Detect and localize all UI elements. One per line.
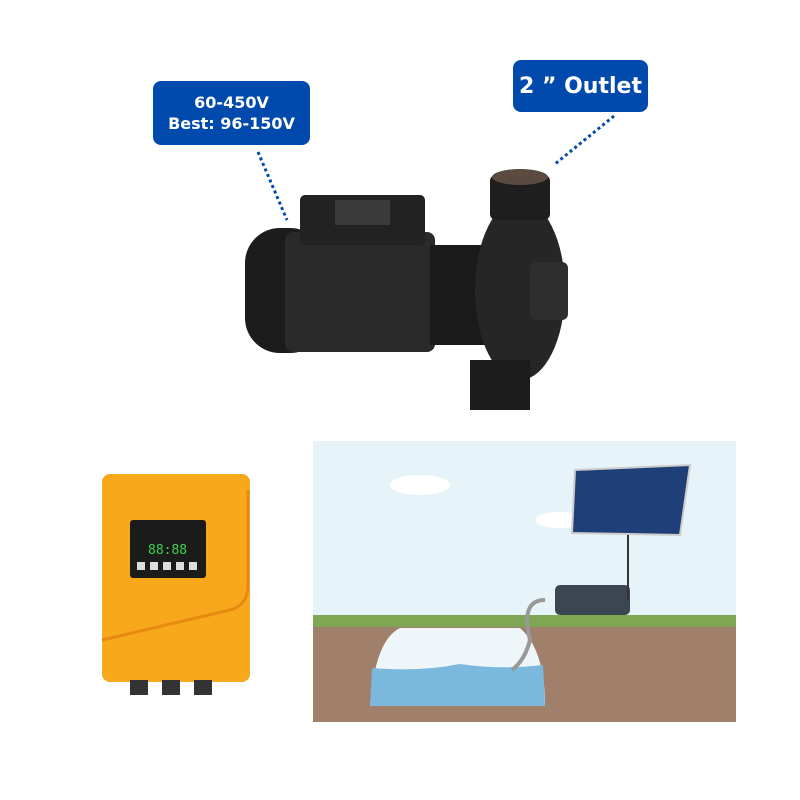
voltage-arrow (256, 151, 289, 221)
outlet-label: 2 ” Outlet (519, 73, 642, 99)
outlet-badge: 2 ” Outlet (513, 60, 648, 112)
controller-display: 88:88 (148, 543, 187, 558)
outlet-arrow (554, 114, 615, 166)
controller-image: 88:88 (101, 474, 250, 695)
voltage-badge: 60-450V Best: 96-150V (153, 81, 310, 145)
installation-scene (313, 441, 736, 722)
voltage-range: 60-450V (194, 93, 269, 112)
pump-image (245, 169, 568, 410)
best-voltage: Best: 96-150V (168, 114, 295, 133)
